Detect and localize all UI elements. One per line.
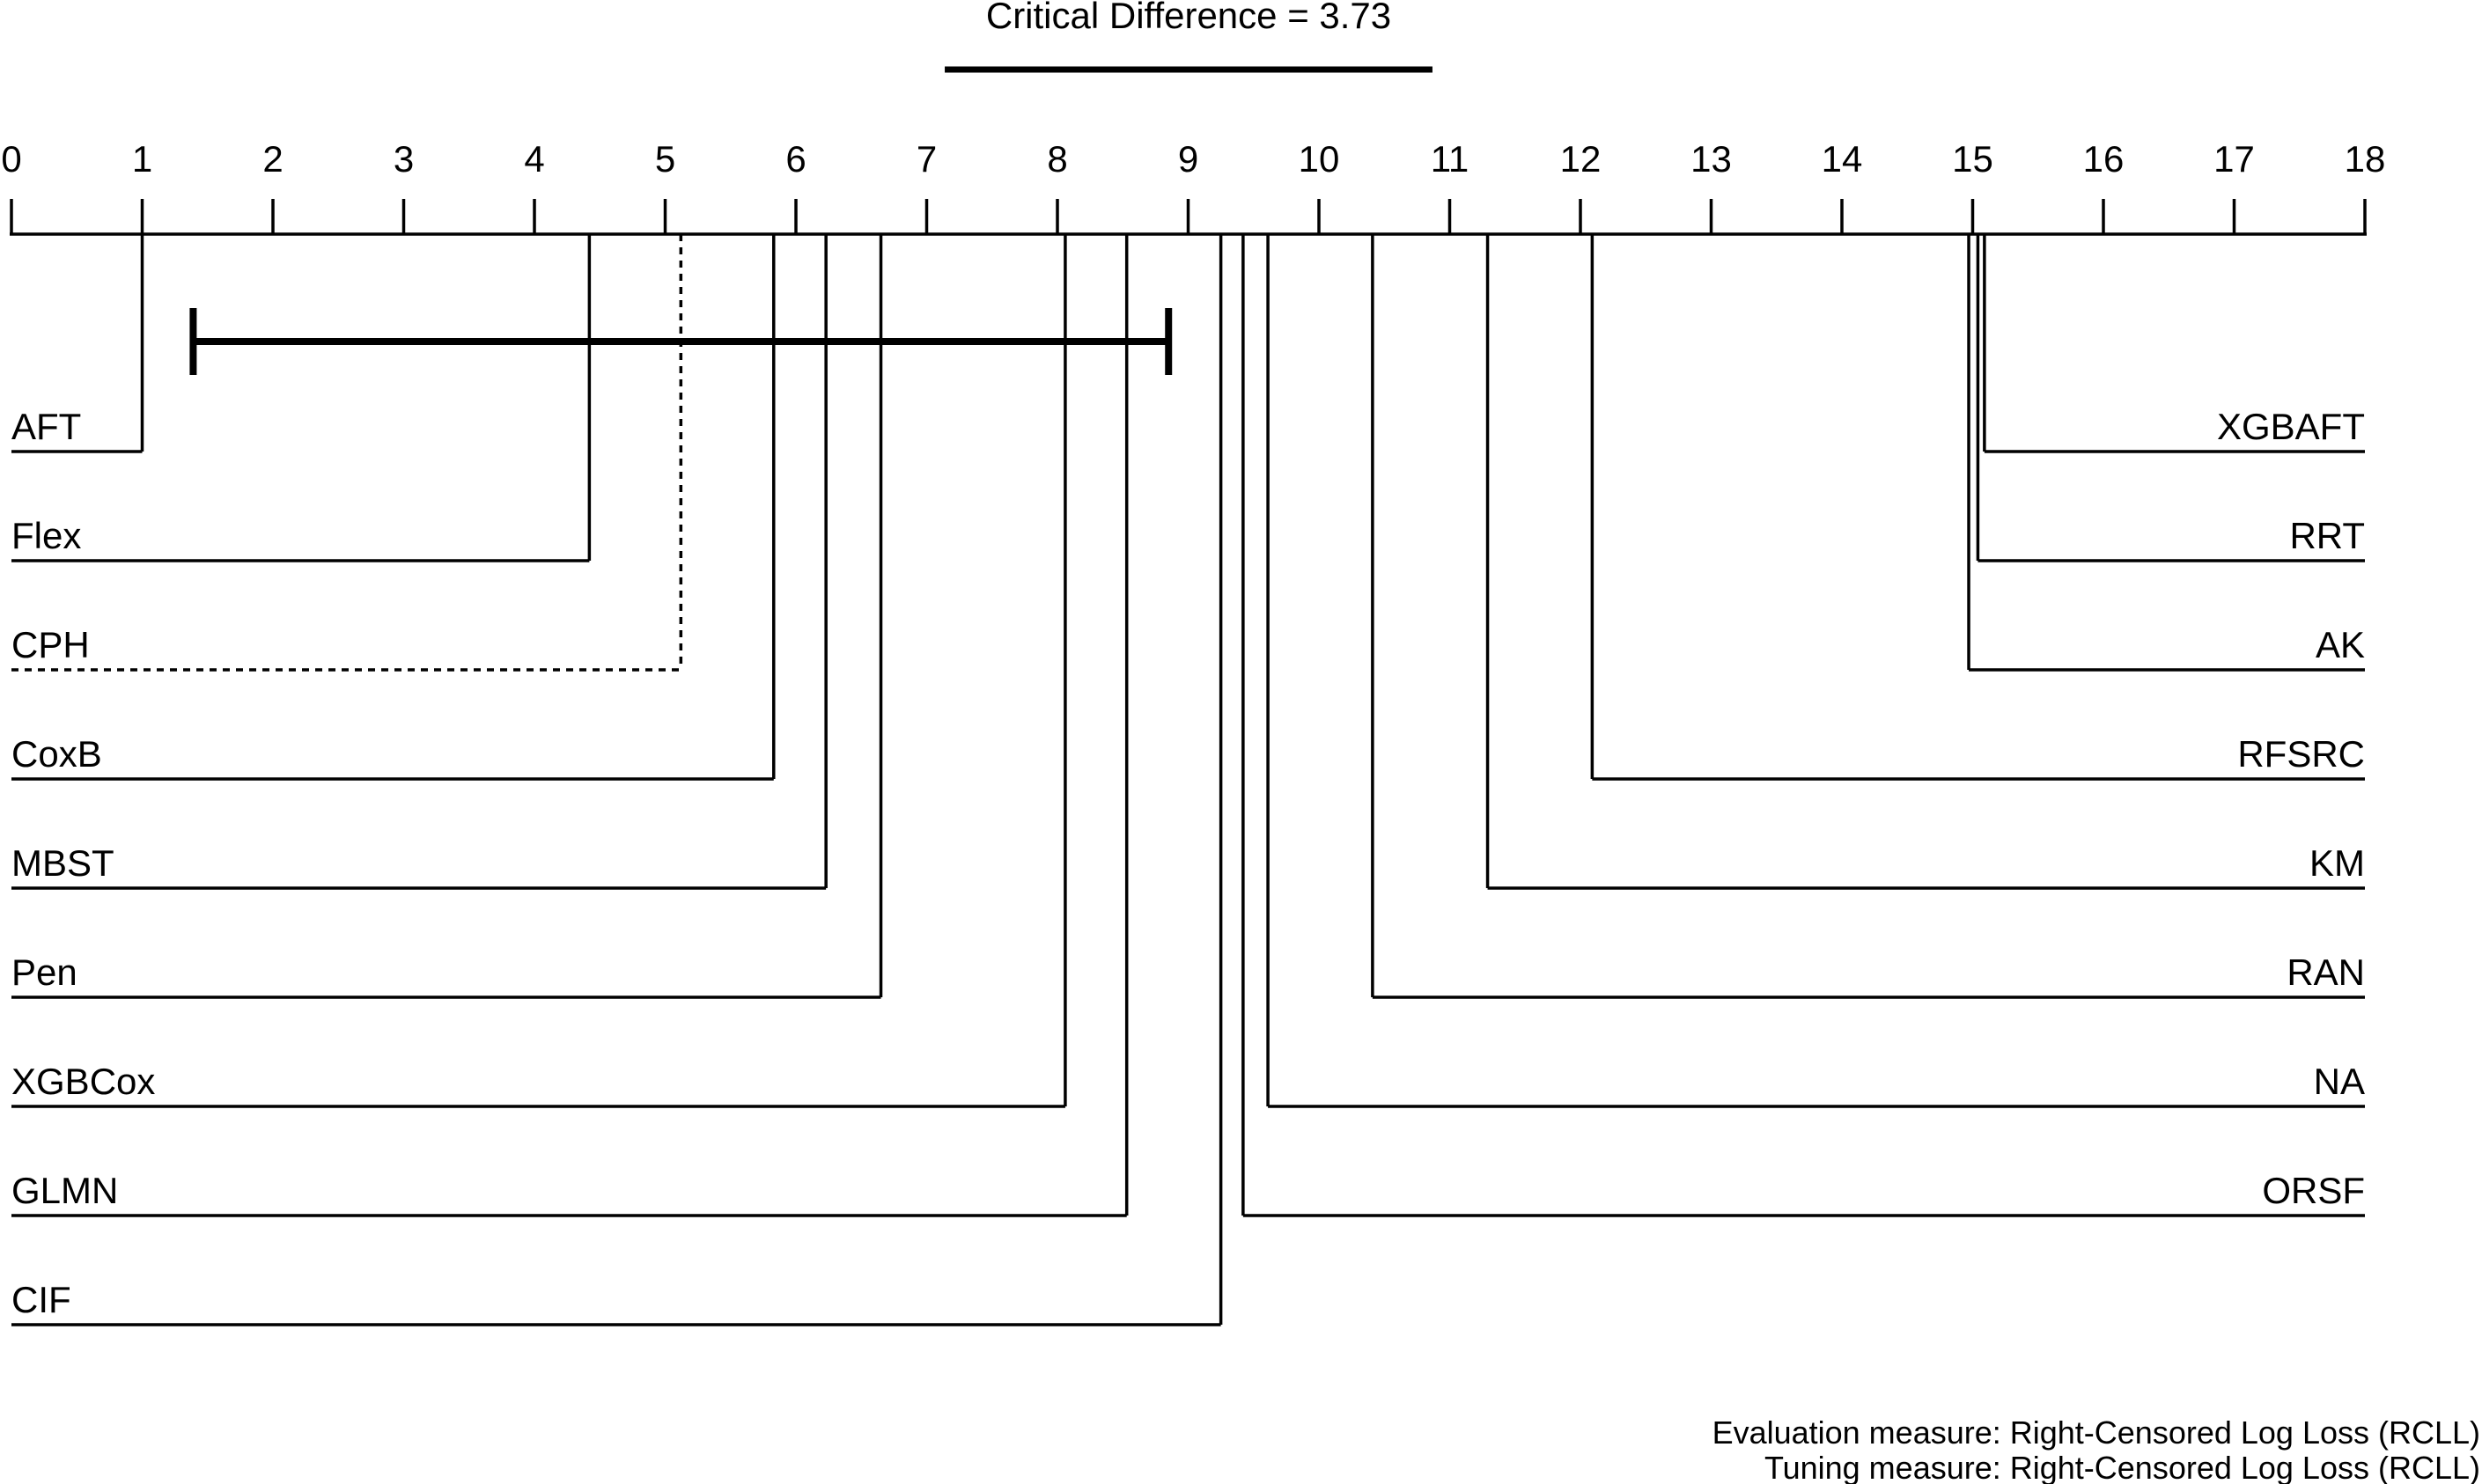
tick-label: 5 (655, 138, 675, 180)
tick-label: 6 (785, 138, 806, 180)
chart-title: Critical Difference = 3.73 (986, 0, 1391, 36)
tuning-measure-note: Tuning measure: Right-Censored Log Loss … (1764, 1450, 2480, 1484)
tick-label: 18 (2345, 138, 2386, 180)
learner-label: Flex (11, 515, 81, 556)
tick-label: 9 (1178, 138, 1198, 180)
baseline-cd-interval (189, 308, 1173, 375)
tick-label: 7 (917, 138, 937, 180)
learner-label: MBST (11, 842, 114, 884)
tick-label: 3 (394, 138, 414, 180)
tick-label: 8 (1047, 138, 1067, 180)
learner-label: NA (2314, 1061, 2365, 1102)
tick-label: 16 (2083, 138, 2125, 180)
learner-label: XGBCox (11, 1061, 155, 1102)
learner-label: KM (2309, 842, 2365, 884)
learner-label: ORSF (2262, 1170, 2365, 1211)
learner-label: RAN (2287, 951, 2365, 993)
tick-label: 12 (1560, 138, 1602, 180)
tick-label: 0 (1, 138, 21, 180)
learner-label: Pen (11, 951, 77, 993)
tick-label: 10 (1299, 138, 1340, 180)
learner-label: XGBAFT (2217, 406, 2365, 447)
tick-label: 14 (1822, 138, 1863, 180)
evaluation-measure-note: Evaluation measure: Right-Censored Log L… (1712, 1414, 2480, 1451)
learner-label: AFT (11, 406, 81, 447)
tick-label: 2 (262, 138, 283, 180)
learner-connectors (11, 234, 2365, 1326)
learner-label: CoxB (11, 733, 102, 775)
tick-label: 15 (1952, 138, 1993, 180)
learner-label: CIF (11, 1279, 71, 1320)
tick-label: 1 (132, 138, 152, 180)
tick-label: 4 (524, 138, 544, 180)
tick-label: 13 (1690, 138, 1732, 180)
learner-label: GLMN (11, 1170, 118, 1211)
learner-label: RRT (2289, 515, 2365, 556)
learner-label: CPH (11, 624, 90, 665)
learner-label: RFSRC (2237, 733, 2365, 775)
learner-label: AK (2316, 624, 2365, 665)
tick-label: 17 (2213, 138, 2255, 180)
tick-label: 11 (1431, 138, 1469, 180)
